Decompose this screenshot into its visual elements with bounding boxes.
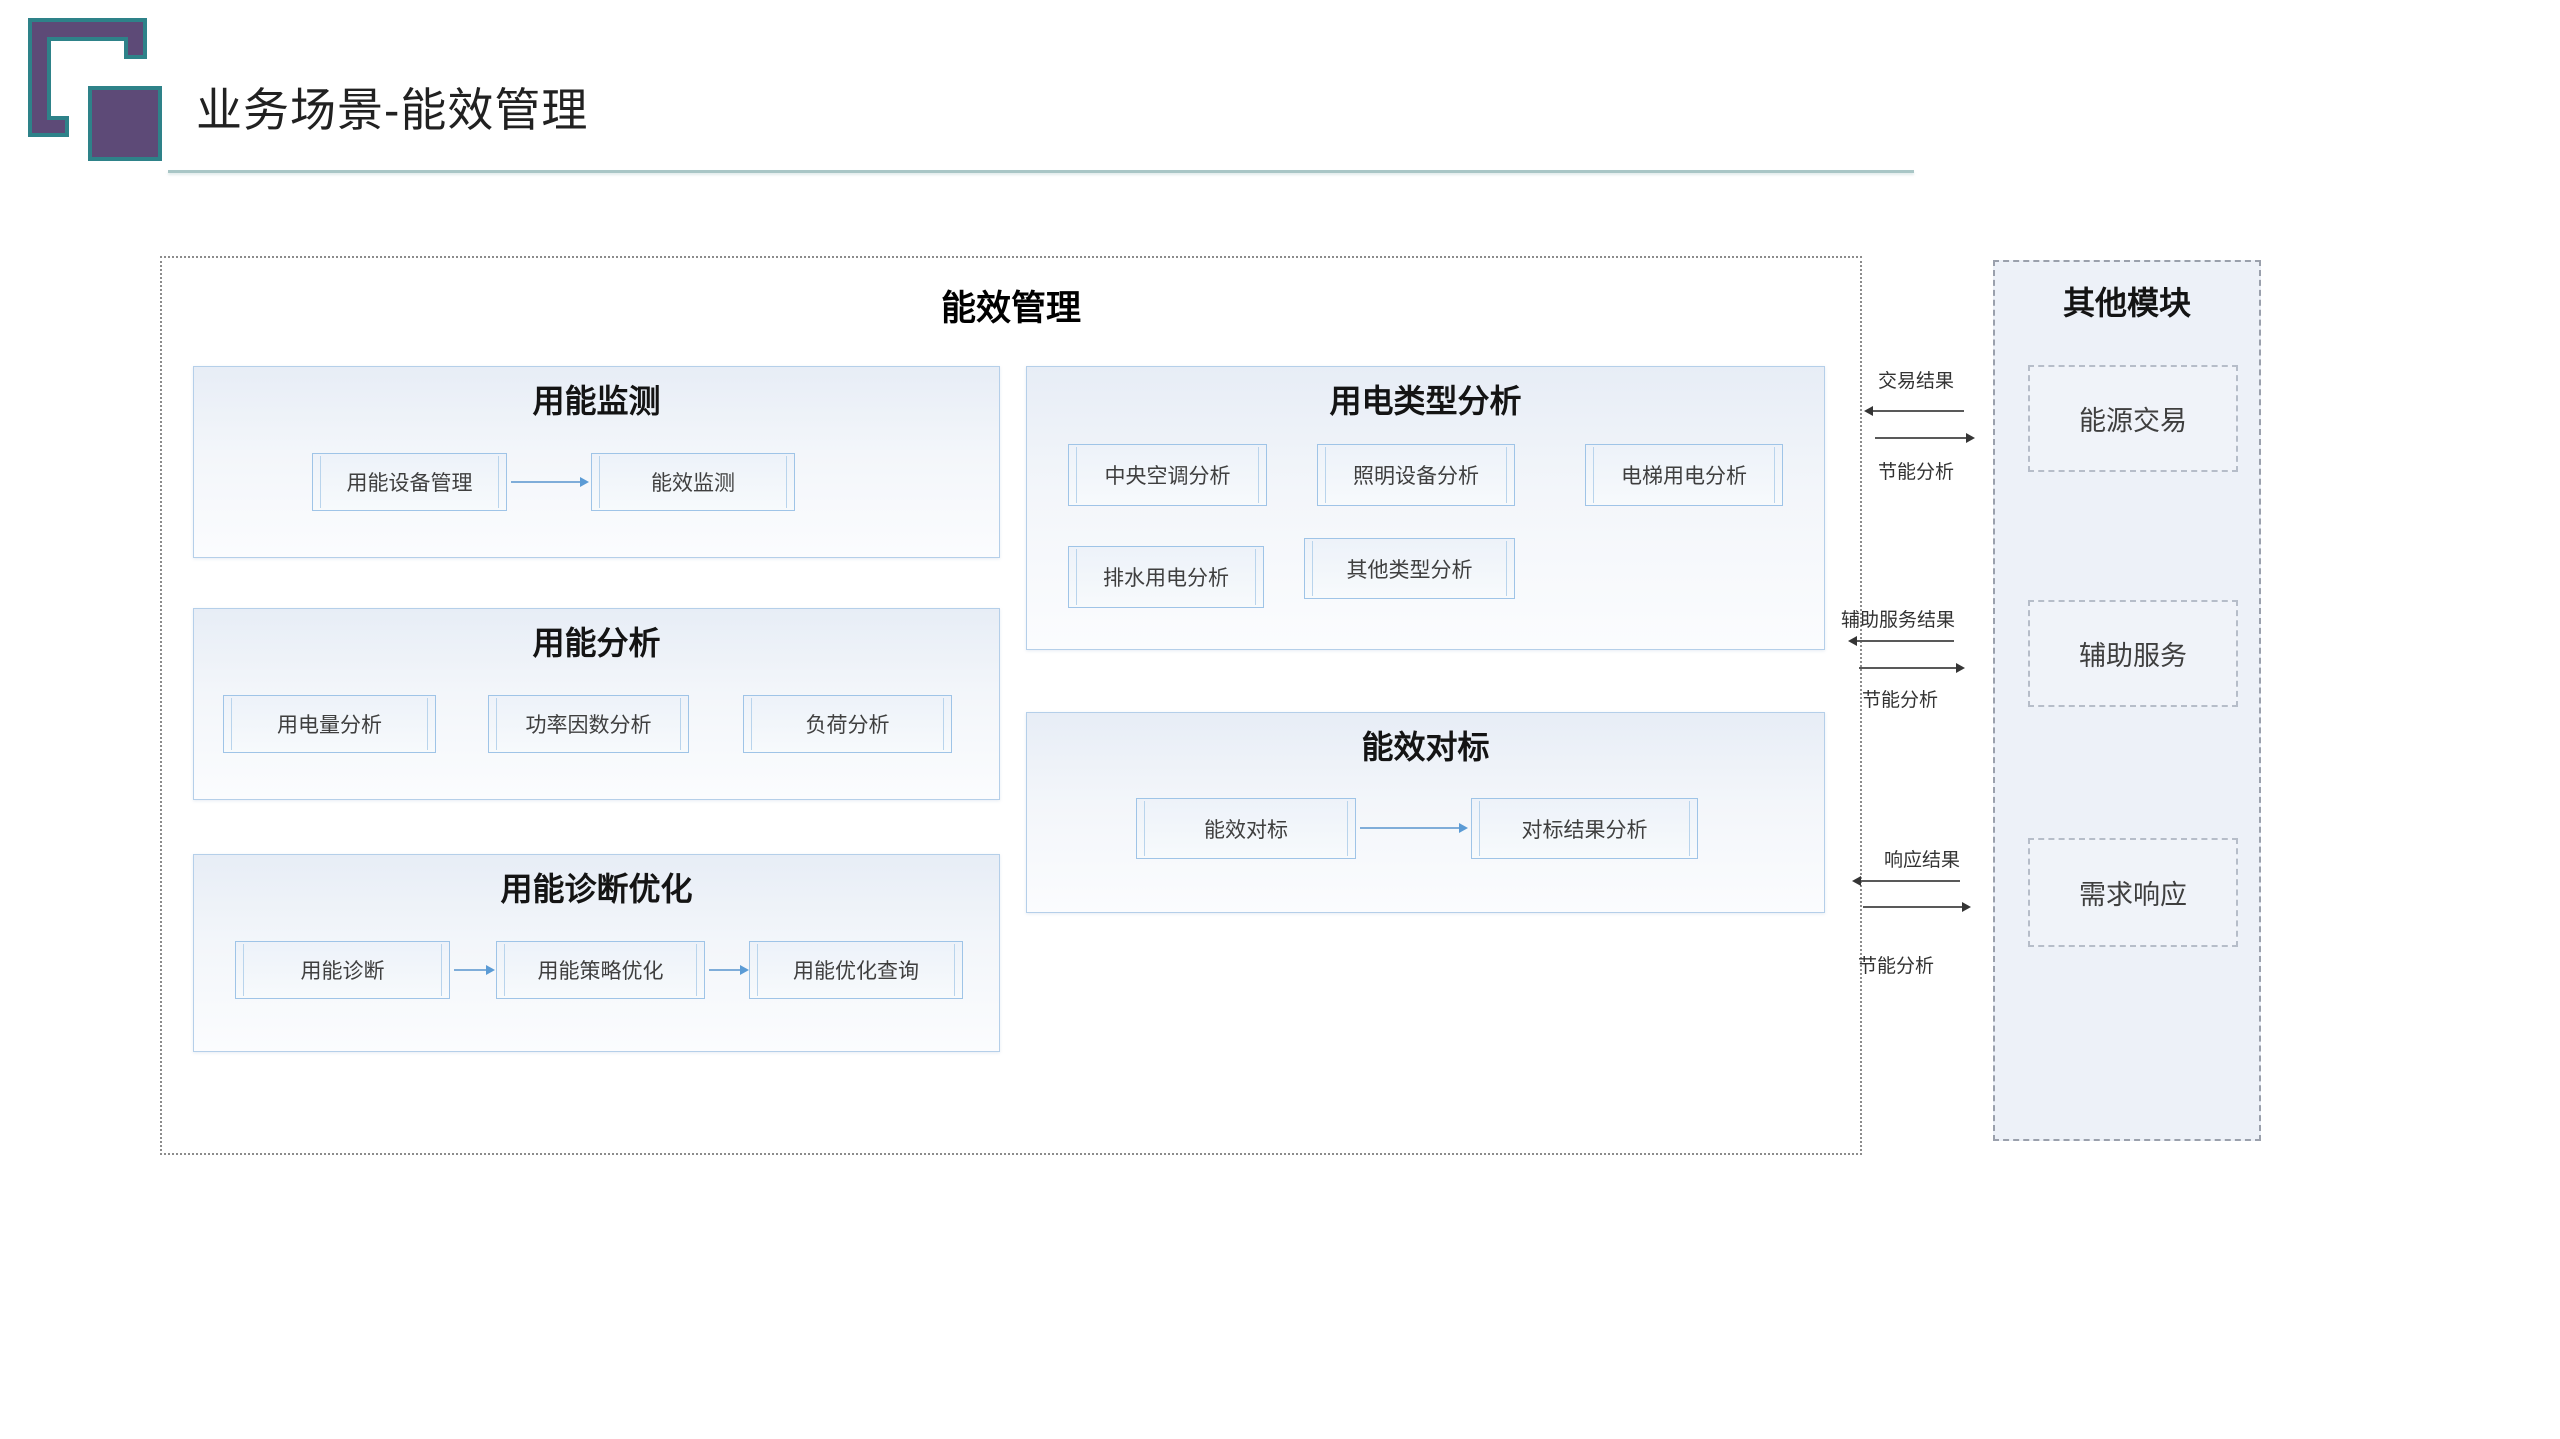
node-label: 中央空调分析 [1104, 465, 1231, 488]
node-label: 用能诊断 [300, 960, 385, 983]
node-label: 用能优化查询 [793, 960, 919, 983]
node-label: 能效对标 [1204, 818, 1288, 842]
connection-label-top: 响应结果 [1884, 850, 1961, 871]
node-label: 排水用电分析 [1103, 567, 1229, 590]
node-label: 对标结果分析 [1521, 818, 1648, 842]
flow-arrow-icon [454, 965, 495, 975]
node-label: 能效监测 [651, 472, 735, 495]
node-label: 照明设备分析 [1353, 465, 1479, 488]
process-node: 用能诊断 [235, 941, 450, 999]
process-node: 用电量分析 [223, 695, 436, 753]
node-label: 用电量分析 [277, 714, 382, 737]
connection-label-bottom: 节能分析 [1878, 462, 1955, 483]
node-label: 用能策略优化 [537, 960, 664, 983]
flow-arrow-icon [511, 477, 589, 487]
module-auxiliary-service: 辅助服务 [2028, 600, 2238, 707]
logo-icon [28, 18, 162, 161]
group-title: 用电类型分析 [1329, 383, 1522, 419]
page-title: 业务场景-能效管理 [196, 84, 589, 136]
process-node: 用能设备管理 [312, 453, 507, 511]
group-energy-diagnosis: 用能诊断优化 用能诊断 用能策略优化 用能优化查询 [193, 854, 1000, 1052]
process-node: 能效监测 [591, 453, 795, 511]
node-label: 负荷分析 [805, 714, 890, 737]
node-label: 用能设备管理 [346, 472, 473, 495]
group-title: 能效对标 [1361, 729, 1490, 765]
group-energy-analysis: 用能分析 用电量分析 功率因数分析 负荷分析 [193, 608, 1000, 800]
flow-arrow-icon [709, 965, 749, 975]
module-energy-trading: 能源交易 [2028, 365, 2238, 472]
process-node: 照明设备分析 [1317, 444, 1515, 506]
connection-arrow-right-icon [1875, 433, 1975, 443]
connection-label-top: 交易结果 [1878, 371, 1955, 392]
group-efficiency-benchmarking: 能效对标 能效对标 对标结果分析 [1026, 712, 1825, 913]
module-label: 辅助服务 [2079, 641, 2187, 671]
connection-arrow-left-icon [1852, 876, 1960, 886]
flow-arrow-icon [1360, 823, 1468, 833]
connection-arrow-left-icon [1848, 636, 1954, 646]
node-label: 功率因数分析 [525, 714, 652, 737]
group-electricity-type-analysis: 用电类型分析 中央空调分析 照明设备分析 电梯用电分析 排水用电分析 其他类型分… [1026, 366, 1825, 650]
connection-arrow-right-icon [1863, 902, 1971, 912]
connection-label-top: 辅助服务结果 [1841, 610, 1956, 631]
process-node: 排水用电分析 [1068, 546, 1264, 608]
process-node: 功率因数分析 [488, 695, 689, 753]
side-panel-other-modules: 其他模块 能源交易 辅助服务 需求响应 [1993, 260, 2261, 1141]
side-panel-title: 其他模块 [2062, 285, 2191, 321]
module-label: 需求响应 [2079, 880, 2187, 910]
process-node: 中央空调分析 [1068, 444, 1267, 506]
process-node: 电梯用电分析 [1585, 444, 1783, 506]
title-underline [168, 170, 1914, 173]
connection-arrow-left-icon [1864, 406, 1964, 416]
group-title: 用能诊断优化 [500, 871, 693, 907]
group-energy-monitoring: 用能监测 用能设备管理 能效监测 [193, 366, 1000, 558]
connection-label-bottom: 节能分析 [1862, 690, 1939, 711]
group-title: 用能分析 [532, 625, 661, 661]
main-panel-title: 能效管理 [940, 289, 1081, 328]
group-title: 用能监测 [532, 383, 661, 419]
process-node: 对标结果分析 [1471, 798, 1698, 859]
module-demand-response: 需求响应 [2028, 838, 2238, 947]
process-node: 用能策略优化 [496, 941, 705, 999]
node-label: 电梯用电分析 [1621, 465, 1747, 488]
process-node: 其他类型分析 [1304, 538, 1515, 599]
process-node: 能效对标 [1136, 798, 1356, 859]
node-label: 其他类型分析 [1346, 558, 1473, 582]
process-node: 用能优化查询 [749, 941, 963, 999]
connection-arrow-right-icon [1859, 663, 1965, 673]
connection-label-bottom: 节能分析 [1858, 956, 1935, 977]
module-label: 能源交易 [2079, 406, 2187, 436]
process-node: 负荷分析 [743, 695, 952, 753]
